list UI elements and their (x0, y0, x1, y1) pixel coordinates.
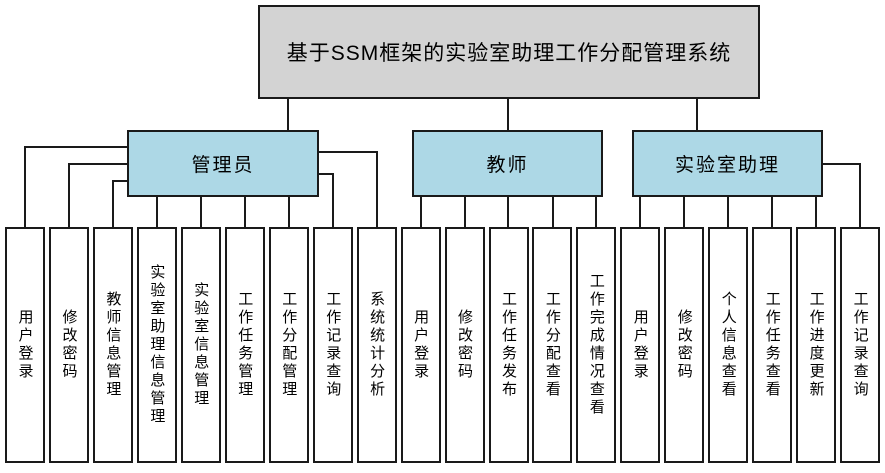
child-label: 修改密码 (675, 309, 693, 381)
child-label: 工作任务查看 (763, 291, 781, 399)
group-box-lab-assistant: 实验室助理 (632, 130, 823, 197)
child-teacher-change-password: 修改密码 (444, 227, 485, 463)
child-label: 工作分配查看 (543, 291, 561, 399)
group-box-admin: 管理员 (127, 130, 319, 197)
group-box-lab-assistant-label: 实验室助理 (674, 155, 780, 176)
child-admin-teacher-info-management: 教师信息管理 (92, 227, 133, 463)
child-teacher-work-completion-view: 工作完成情况查看 (576, 227, 617, 463)
child-assistant-work-record-query: 工作记录查询 (840, 227, 881, 463)
child-label: 工作任务发布 (500, 291, 517, 399)
child-admin-lab-assistant-info-management: 实验室助理信息管理 (136, 227, 177, 463)
group-box-admin-label: 管理员 (191, 155, 255, 176)
child-label: 工作记录查询 (324, 291, 342, 399)
child-assistant-work-progress-update: 工作进度更新 (796, 227, 837, 463)
child-label: 工作任务管理 (236, 291, 254, 399)
child-assistant-personal-info-view: 个人信息查看 (708, 227, 749, 463)
child-admin-user-login: 用户登录 (5, 227, 45, 463)
child-label: 个人信息查看 (719, 291, 737, 399)
child-admin-work-task-management: 工作任务管理 (224, 227, 265, 463)
child-label: 修改密码 (60, 309, 78, 381)
child-assistant-user-login: 用户登录 (620, 227, 661, 463)
group-box-teacher-label: 教师 (486, 155, 529, 176)
child-label: 实验室信息管理 (192, 282, 210, 408)
child-label: 用户登录 (16, 309, 34, 381)
child-label: 工作进度更新 (807, 291, 825, 399)
root-box-label: 基于SSM框架的实验室助理工作分配管理系统 (286, 42, 732, 65)
child-admin-system-statistics-analysis: 系统统计分析 (356, 227, 397, 463)
child-admin-change-password: 修改密码 (49, 227, 89, 463)
child-label: 工作完成情况查看 (587, 273, 605, 417)
child-admin-work-record-query: 工作记录查询 (312, 227, 353, 463)
root-box: 基于SSM框架的实验室助理工作分配管理系统 (258, 5, 760, 99)
child-label: 工作记录查询 (851, 291, 869, 399)
child-teacher-work-task-publish: 工作任务发布 (488, 227, 529, 463)
child-admin-work-assignment-management: 工作分配管理 (268, 227, 309, 463)
child-admin-lab-info-management: 实验室信息管理 (180, 227, 221, 463)
child-teacher-user-login: 用户登录 (400, 227, 441, 463)
child-teacher-work-assignment-view: 工作分配查看 (532, 227, 573, 463)
child-label: 系统统计分析 (368, 291, 386, 399)
group-box-teacher: 教师 (412, 130, 603, 197)
child-label: 修改密码 (456, 309, 473, 381)
child-label: 用户登录 (412, 309, 430, 381)
child-label: 教师信息管理 (104, 291, 122, 399)
child-label: 实验室助理信息管理 (148, 264, 166, 426)
child-assistant-change-password: 修改密码 (664, 227, 705, 463)
child-label: 用户登录 (631, 309, 649, 381)
child-label: 工作分配管理 (280, 291, 298, 399)
child-assistant-work-task-view: 工作任务查看 (752, 227, 793, 463)
